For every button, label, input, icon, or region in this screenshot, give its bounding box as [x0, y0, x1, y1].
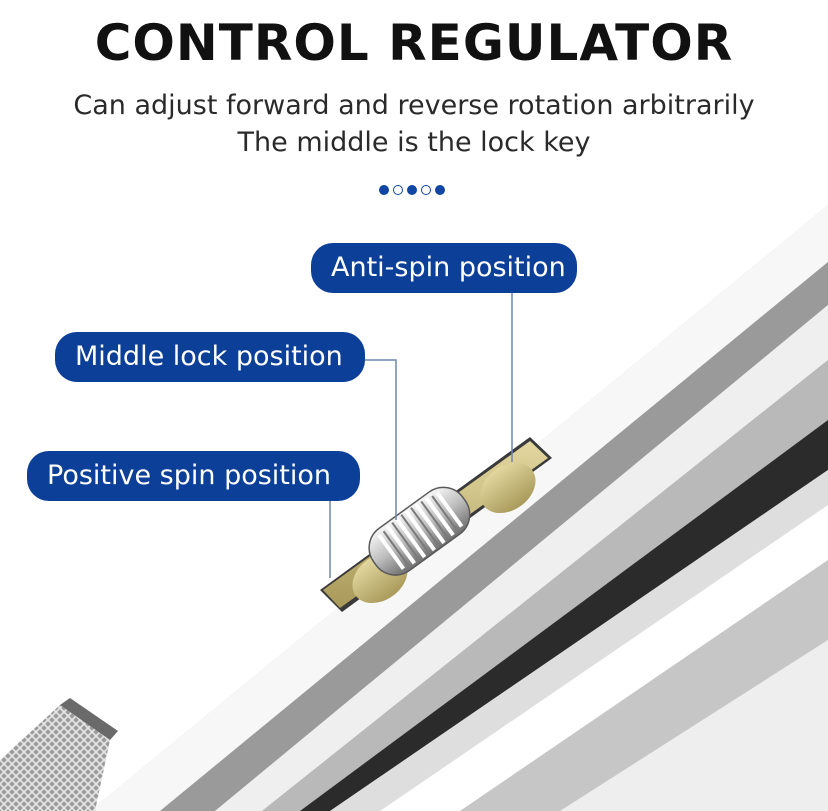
subtitle-line-2: The middle is the lock key: [237, 127, 591, 158]
pagination-dot[interactable]: [393, 185, 403, 195]
subtitle-line-1: Can adjust forward and reverse rotation …: [73, 90, 755, 121]
middle-lock-label: Middle lock position: [55, 332, 365, 382]
pagination-dots: [379, 185, 445, 195]
regulator-switch[interactable]: [320, 437, 552, 613]
pagination-dot[interactable]: [407, 185, 417, 195]
pagination-dot[interactable]: [421, 185, 431, 195]
positive-spin-label: Positive spin position: [27, 451, 360, 501]
pagination-dot[interactable]: [379, 185, 389, 195]
knurled-knob: [0, 698, 118, 811]
leader-line-middle-lock: [365, 359, 397, 520]
page-title: CONTROL REGULATOR: [94, 14, 734, 72]
anti-spin-label: Anti-spin position: [311, 243, 577, 293]
pagination-dot[interactable]: [435, 185, 445, 195]
